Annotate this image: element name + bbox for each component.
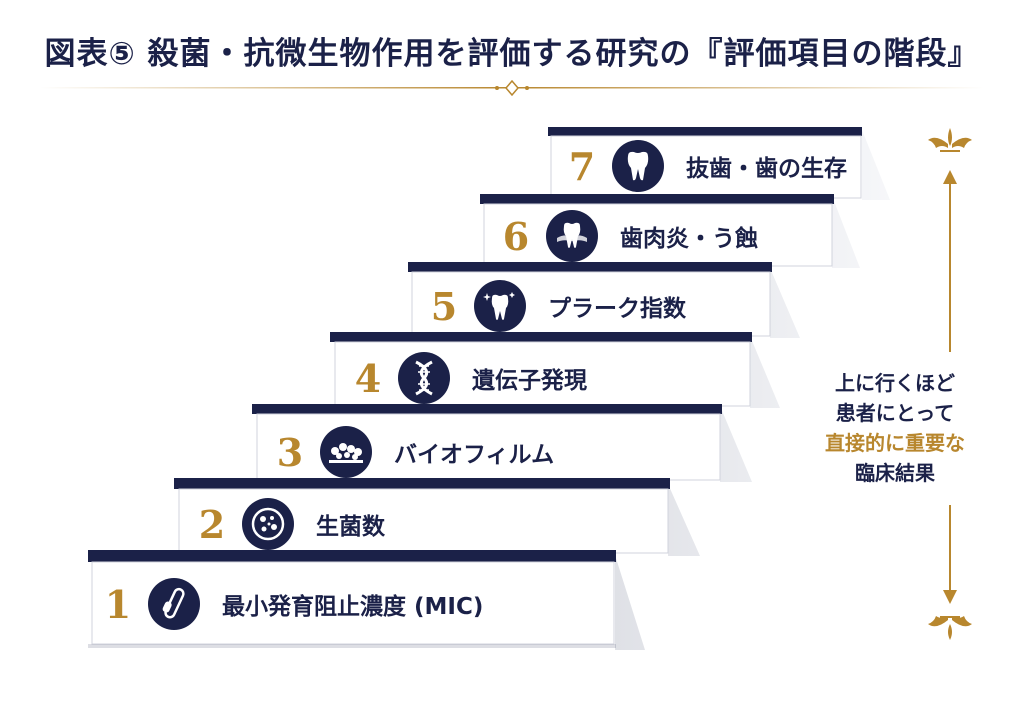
step-label: 抜歯・歯の生存 [686, 156, 847, 182]
step-number: 3 [276, 429, 304, 475]
step-3: 3 バイオフィルム [260, 420, 554, 484]
tooth-icon [612, 140, 664, 192]
step-5: 5 プラーク指数 [414, 274, 686, 338]
step-number: 7 [568, 143, 596, 189]
step-label: プラーク指数 [548, 296, 686, 322]
step-label: 歯肉炎・う蝕 [620, 226, 758, 252]
step-number: 2 [198, 501, 226, 547]
page-title: 図表⑤ 殺菌・抗微生物作用を評価する研究の『評価項目の階段』 [44, 36, 980, 72]
step-5-tread [408, 262, 772, 272]
note-line-3: 直接的に重要な [825, 431, 965, 455]
title-divider [40, 80, 984, 96]
step-number: 1 [104, 581, 132, 627]
step-1-tread [88, 550, 616, 562]
importance-arrow [928, 128, 972, 640]
step-label: 最小発育阻止濃度 (MIC) [222, 594, 484, 620]
step-5-riser [411, 271, 771, 337]
step-6-riser [483, 203, 833, 267]
step-3-tread [252, 404, 722, 414]
step-2: 2 生菌数 [182, 492, 385, 556]
test-tube-icon [148, 578, 200, 630]
bacteria-dish-icon [242, 498, 294, 550]
note-line-2: 患者にとって [835, 401, 955, 425]
step-7-tread [548, 127, 862, 136]
biofilm-icon [320, 426, 372, 478]
note-line-1: 上に行くほど [835, 371, 955, 395]
step-6: 6 歯肉炎・う蝕 [486, 204, 758, 268]
step-label: 遺伝子発現 [472, 368, 587, 394]
step-number: 4 [354, 355, 382, 401]
step-7-riser [550, 135, 862, 199]
step-1: 1 最小発育阻止濃度 (MIC) [88, 572, 483, 636]
step-number: 6 [502, 213, 530, 259]
dna-icon [398, 352, 450, 404]
step-2-tread [174, 478, 670, 489]
step-number: 5 [430, 283, 458, 329]
step-label: 生菌数 [316, 514, 385, 540]
sparkling-tooth-icon [474, 280, 526, 332]
note-line-4: 臨床結果 [855, 461, 935, 485]
importance-note: 上に行くほど 患者にとって 直接的に重要な 臨床結果 [820, 368, 970, 488]
step-7: 7 抜歯・歯の生存 [552, 134, 847, 198]
step-6-tread [480, 194, 834, 204]
gum-tooth-icon [546, 210, 598, 262]
step-4-tread [330, 332, 752, 342]
step-4: 4 遺伝子発現 [338, 346, 587, 410]
step-label: バイオフィルム [394, 442, 555, 468]
